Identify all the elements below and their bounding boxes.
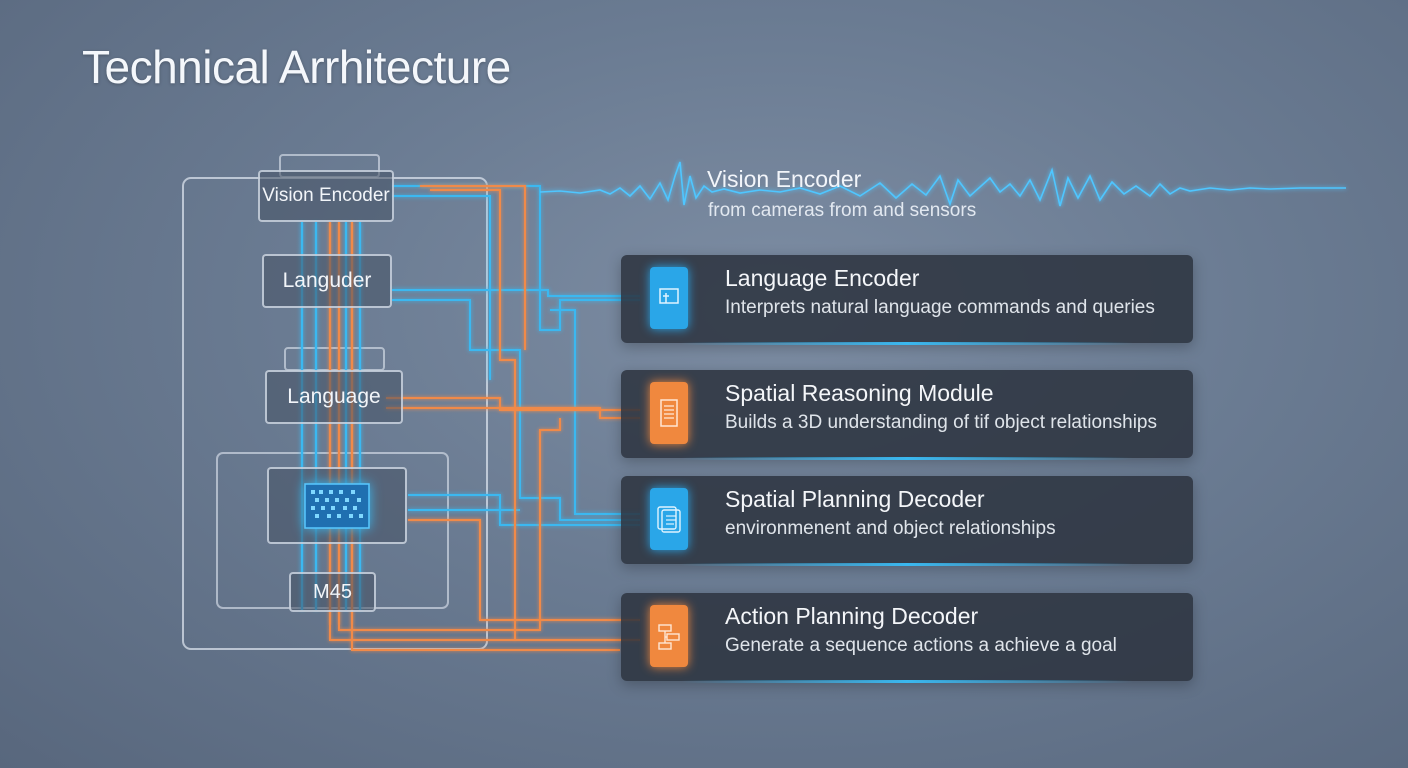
card-description: Interprets natural language commands and… — [725, 297, 1155, 318]
signal-waveform — [539, 161, 1346, 207]
card-glow — [681, 457, 1133, 460]
vision-encoder-label: Vision Encoder — [707, 166, 862, 192]
card-spatial-reasoning-module[interactable]: Spatial Reasoning Module Builds a 3D und… — [621, 370, 1193, 460]
languder-box[interactable]: Languder — [262, 254, 392, 308]
flowchart-icon — [650, 605, 688, 667]
card-language-encoder[interactable]: Language Encoder Interprets natural lang… — [621, 255, 1193, 345]
card-action-planning-decoder[interactable]: Action Planning Decoder Generate a seque… — [621, 593, 1193, 683]
waveform-line — [539, 161, 1346, 207]
card-description: Generate a sequence actions a achieve a … — [725, 635, 1117, 656]
card-glow — [681, 680, 1133, 683]
mid-tab — [284, 347, 385, 371]
orange-routes — [329, 185, 640, 651]
m45-box[interactable]: M45 — [289, 572, 376, 612]
card-title: Action Planning Decoder — [725, 603, 979, 629]
chip-icon — [304, 482, 370, 529]
language-box[interactable]: Language — [265, 370, 403, 424]
card-glow — [681, 563, 1133, 566]
chat-window-icon — [650, 267, 688, 329]
card-title: Spatial Reasoning Module — [725, 380, 994, 406]
card-description: Builds a 3D understanding of tif object … — [725, 412, 1157, 433]
card-spatial-planning-decoder[interactable]: Spatial Planning Decoder environmenent a… — [621, 476, 1193, 566]
card-title: Spatial Planning Decoder — [725, 486, 985, 512]
card-description: environmenent and object relationships — [725, 518, 1056, 539]
card-glow — [681, 342, 1133, 345]
page-title: Technical Arrhitecture — [82, 41, 511, 93]
vision-encoder-subtitle: from cameras from and sensors — [708, 200, 977, 221]
card-title: Language Encoder — [725, 265, 920, 291]
layers-icon — [650, 488, 688, 550]
vision-encoder-box[interactable]: Vision Encoder — [258, 170, 394, 222]
document-icon — [650, 382, 688, 444]
chip-box[interactable] — [267, 467, 407, 544]
